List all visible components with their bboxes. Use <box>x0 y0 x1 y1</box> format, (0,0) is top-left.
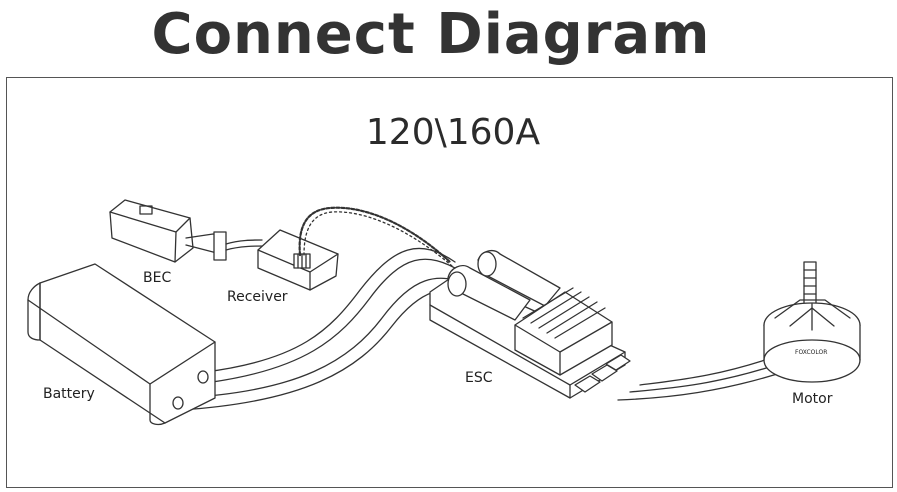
esc-module <box>429 249 631 399</box>
label-bec: BEC <box>143 270 172 286</box>
page-title: Connect Diagram <box>151 2 711 67</box>
battery-wire-1 <box>204 247 463 384</box>
battery <box>27 263 216 426</box>
label-esc: ESC <box>465 370 493 386</box>
label-motor: Motor <box>792 391 833 407</box>
motor <box>763 261 861 383</box>
motor-brand-text: FOXCOLOR <box>795 349 827 356</box>
diagram-frame <box>6 77 893 488</box>
bec-module <box>109 199 227 263</box>
label-receiver: Receiver <box>227 289 288 305</box>
diagram-subtitle: 120\160A <box>365 112 541 153</box>
label-battery: Battery <box>43 386 95 402</box>
receiver-module <box>257 229 339 291</box>
